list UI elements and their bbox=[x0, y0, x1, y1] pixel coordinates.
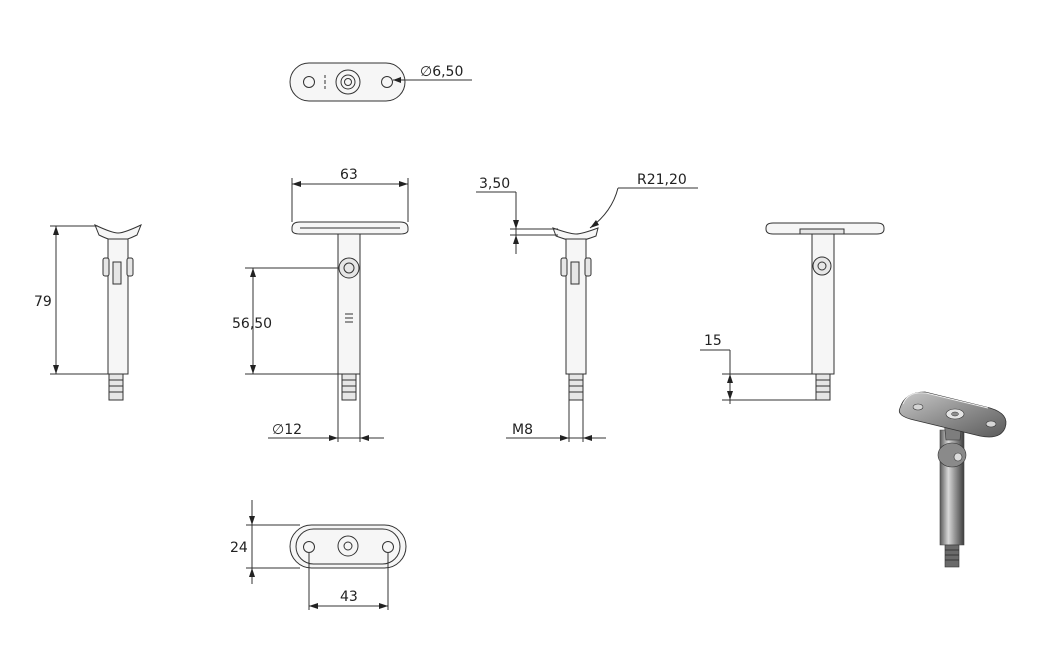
plate-width-label: 24 bbox=[230, 540, 248, 556]
hole-diameter-label: ∅6,50 bbox=[420, 64, 463, 80]
thread-front bbox=[341, 373, 357, 401]
thread-label: M8 bbox=[512, 422, 533, 438]
bottom-view-hole-right bbox=[382, 541, 394, 553]
saddle-radius-label: R21,20 bbox=[637, 172, 687, 188]
bottom-view-center-inner bbox=[343, 541, 353, 551]
top-view-hole-left bbox=[303, 76, 315, 88]
top-view: ∅6,50 bbox=[289, 62, 472, 102]
tube-side-right bbox=[565, 238, 587, 375]
plate-length-label: 63 bbox=[340, 167, 358, 183]
top-view-hole-right bbox=[381, 76, 393, 88]
top-view-center-boss-outer bbox=[335, 69, 361, 95]
pivot-joint bbox=[338, 257, 360, 279]
tube-diameter-label: ∅12 bbox=[272, 422, 302, 438]
pivot-joint-rear bbox=[812, 256, 832, 276]
thread-length-label: 15 bbox=[704, 333, 722, 349]
plate-thickness-label: 3,50 bbox=[479, 176, 510, 192]
thread-side-right bbox=[568, 373, 584, 401]
pivot-height-label: 56,50 bbox=[232, 316, 272, 332]
isometric-render bbox=[898, 391, 1007, 568]
saddle-radius-leader bbox=[589, 187, 619, 229]
tube-front bbox=[337, 233, 361, 375]
side-view-left: 79 bbox=[34, 224, 142, 401]
bottom-view-hole-left bbox=[303, 541, 315, 553]
render-thread bbox=[944, 544, 960, 568]
top-view-plate-outline bbox=[289, 62, 406, 102]
thread-left bbox=[108, 373, 124, 401]
side-view-right: 3,50 R21,20 M8 bbox=[476, 172, 698, 442]
top-view-center-boss-mid bbox=[340, 74, 356, 90]
bottom-view-plate-outline bbox=[289, 524, 407, 569]
rear-view: 15 bbox=[700, 222, 885, 404]
tube-rear bbox=[811, 233, 835, 375]
bottom-view: 24 43 bbox=[230, 500, 407, 610]
front-view: 63 56,50 ∅12 bbox=[232, 167, 409, 442]
total-height-label: 79 bbox=[34, 294, 52, 310]
tube-left bbox=[107, 238, 129, 375]
top-view-center-boss-inner bbox=[344, 78, 352, 86]
thread-rear bbox=[815, 373, 831, 401]
hole-spacing-label: 43 bbox=[340, 589, 358, 605]
bottom-view-center-outer bbox=[337, 535, 359, 557]
